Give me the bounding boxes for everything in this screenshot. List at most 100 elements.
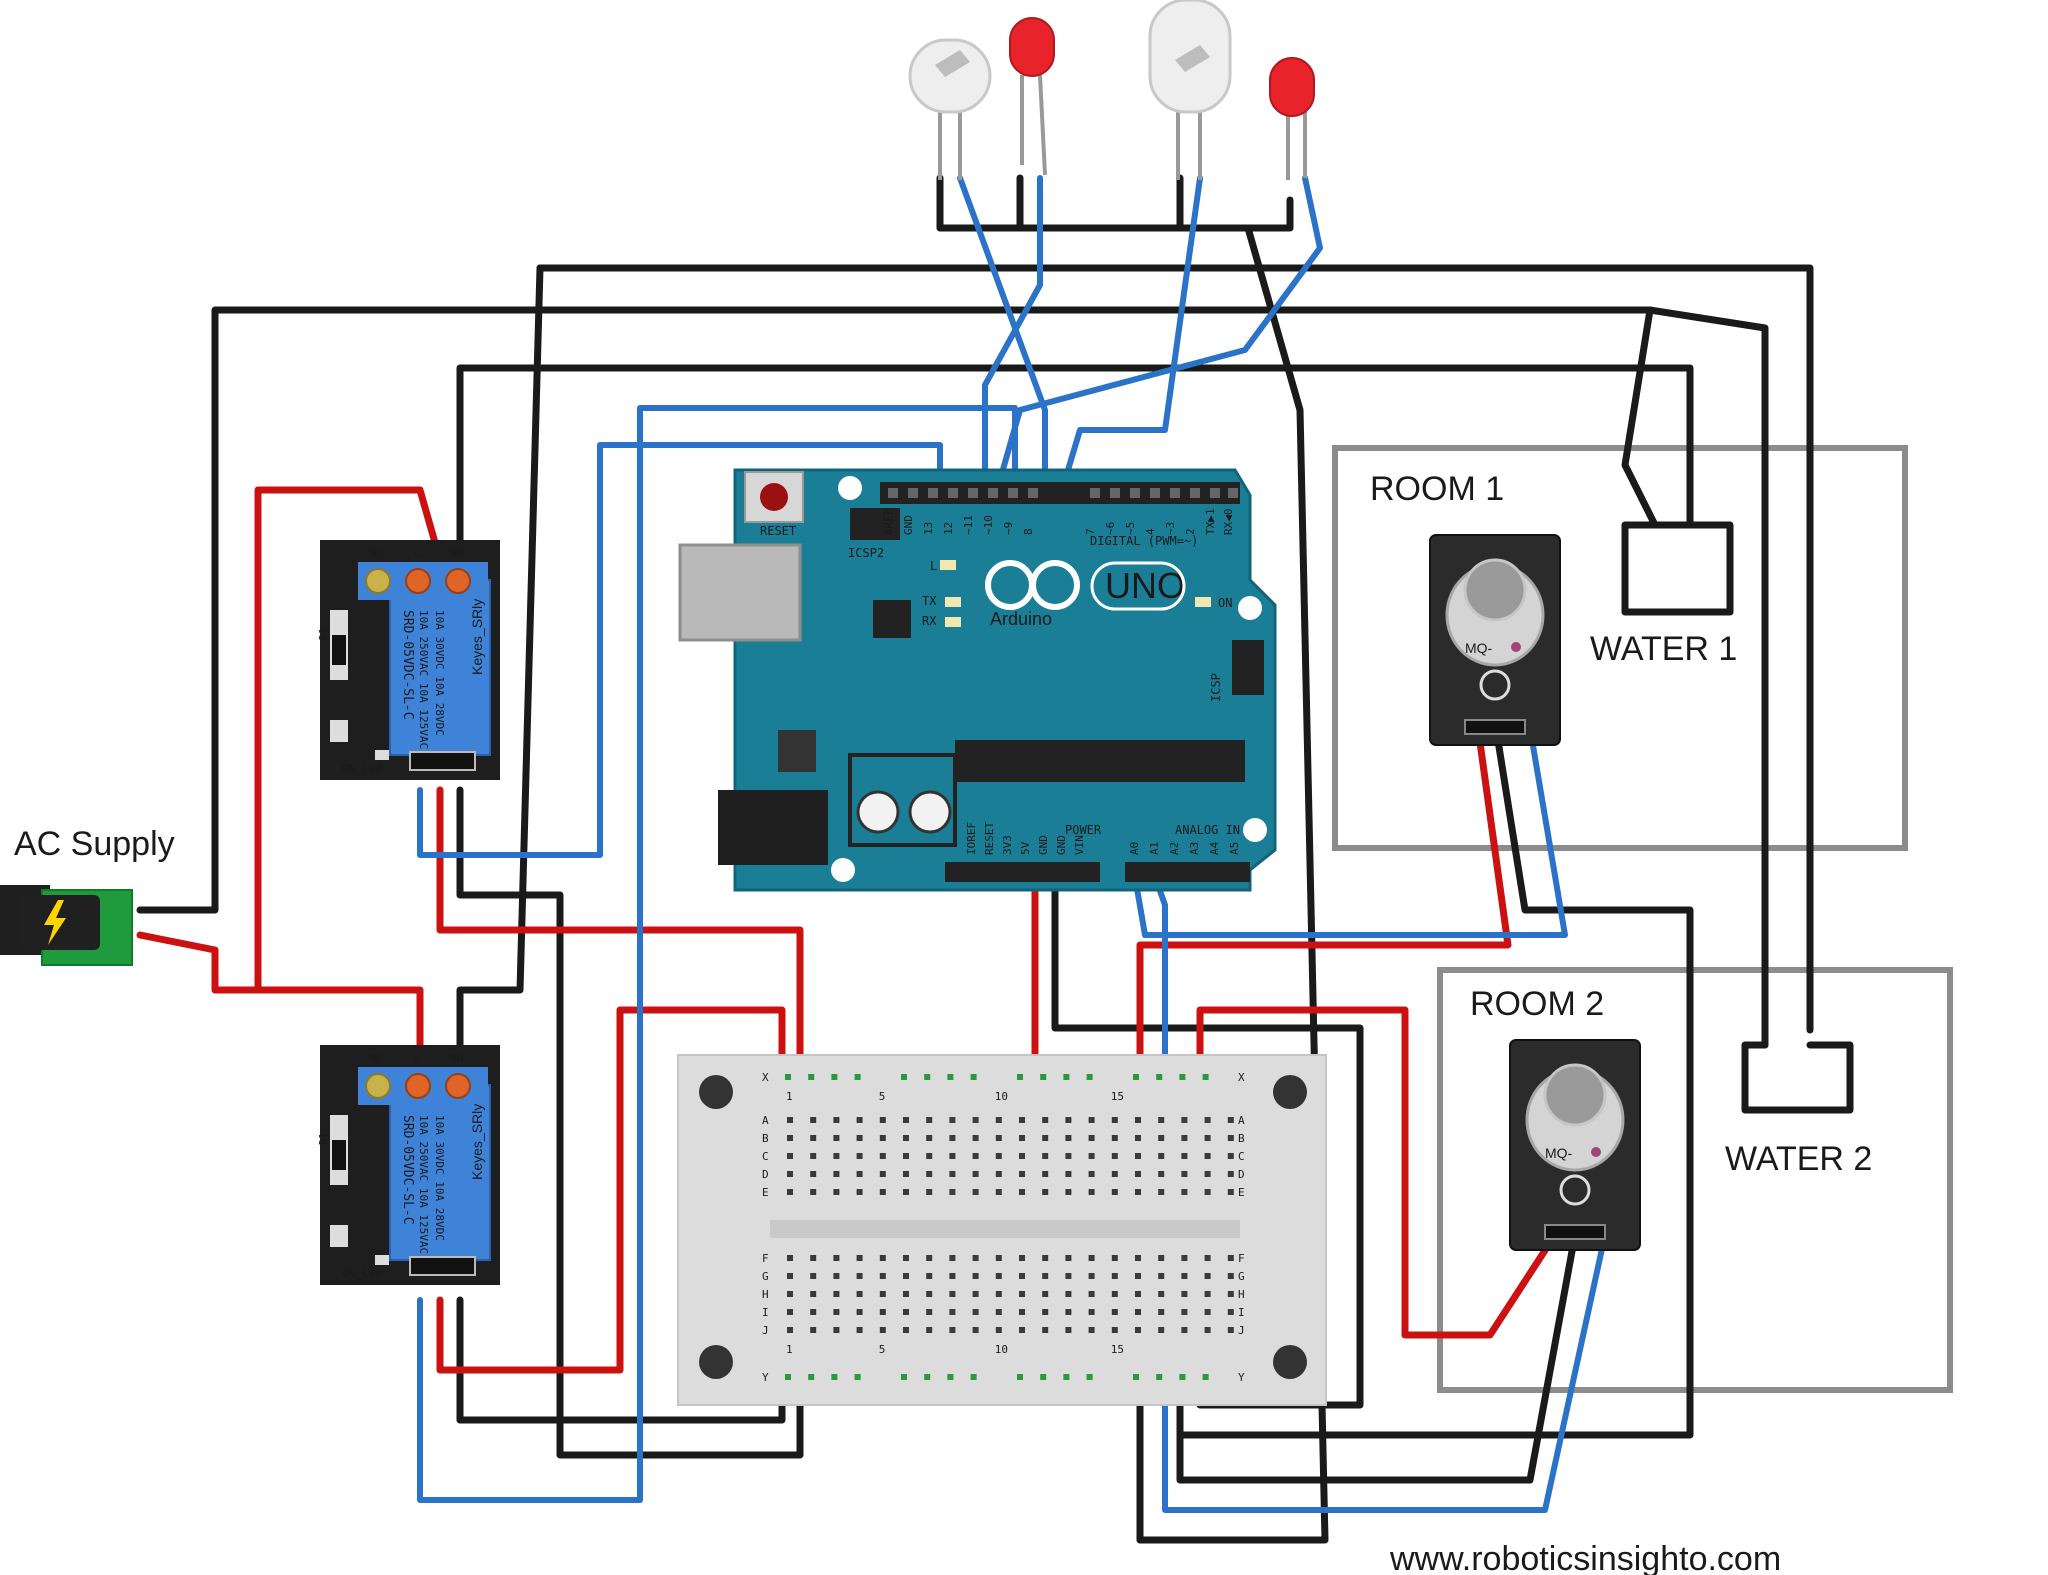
sensor-trim <box>1591 1147 1601 1157</box>
analog-pin-label: A1 <box>1148 842 1161 855</box>
l-led-label: L <box>930 559 937 573</box>
room2-label: ROOM 2 <box>1470 985 1604 1023</box>
red-wires <box>136 486 1559 1374</box>
wire-red-relay2-vcc <box>436 1006 786 1374</box>
wire-blue-led3 <box>1062 175 1203 483</box>
relay-screw-nc <box>365 1073 391 1099</box>
analog-label: ANALOG IN <box>1175 823 1240 837</box>
rx-led <box>945 617 961 627</box>
rx-label: RX <box>922 614 937 628</box>
digital-pin-label: 12 <box>942 522 955 535</box>
breadboard-row-letter: A <box>1238 1114 1245 1127</box>
breadboard-row-letter: D <box>762 1168 769 1181</box>
breadboard-row-letter: G <box>762 1270 769 1283</box>
small-chip <box>873 600 911 638</box>
relay-spec-line3: 10A 30VDC 10A 28VDC <box>433 1115 446 1241</box>
relay-nc-label: NC <box>370 547 383 560</box>
wire-blue-relay2 <box>417 405 1018 1503</box>
breadboard-col-number: 15 <box>1111 1343 1124 1356</box>
breadboard-rail-label: Y <box>762 1371 769 1384</box>
relay-pin-header <box>409 1256 476 1276</box>
website-label: www.roboticsinsighto.com <box>1389 1540 1781 1575</box>
icsp-header <box>1232 640 1264 695</box>
breadboard-col-number: 15 <box>1111 1090 1124 1103</box>
on-label: ON <box>1218 596 1232 610</box>
power-pin-label: GND <box>1055 835 1068 855</box>
relay-screw-no <box>445 568 471 594</box>
icsp-label: ICSP <box>1209 673 1223 702</box>
breadboard-row-letter: B <box>1238 1132 1245 1145</box>
digital-pin-label: RX◀0 <box>1222 509 1235 536</box>
wire-blue-led2 <box>982 175 1043 483</box>
breadboard-row-letter: H <box>762 1288 769 1301</box>
relay-screw-no <box>445 1073 471 1099</box>
arduino-board <box>733 468 1277 892</box>
digital-pin-label: ~6 <box>1104 522 1117 535</box>
digital-pin-label: 2 <box>1184 528 1197 535</box>
relay-coil-box <box>389 579 491 756</box>
relay-screw-c <box>405 568 431 594</box>
room1-outline <box>1332 445 1908 851</box>
breadboard-row-letter: C <box>1238 1150 1245 1163</box>
relay-on-led <box>375 1255 389 1265</box>
ac-supply: AC Supply <box>0 825 175 966</box>
wire-black-water2 <box>1741 1041 1854 1114</box>
power-header <box>945 862 1100 882</box>
uno-label: UNO <box>1105 565 1185 606</box>
breadboard-center-gap <box>770 1220 1240 1238</box>
wire-black-top-long <box>536 264 1814 1034</box>
gas-sensor-1: MQ- <box>1429 534 1561 746</box>
wire-blue-a1 <box>1152 874 1608 1513</box>
digital-pin-label: AREF <box>882 509 895 536</box>
wire-blue-led1 <box>957 175 1048 483</box>
room2-outline <box>1437 967 1953 1393</box>
arduino-logo <box>985 560 1080 610</box>
tx-led <box>945 597 961 607</box>
uno-outline <box>1090 561 1186 611</box>
gas-sensor-2: MQ- <box>1509 1039 1641 1251</box>
breadboard-holes <box>787 1117 1234 1333</box>
wire-blue-a0 <box>1132 725 1568 938</box>
breadboard-row-letter: A <box>762 1114 769 1127</box>
relay-spec-line2: 10A 250VAC 10A 125VAC <box>417 1115 430 1254</box>
relay-diode-band <box>332 1140 346 1170</box>
white-led-2 <box>1148 0 1232 180</box>
analog-header <box>1125 862 1250 882</box>
sensor-trim <box>1511 642 1521 652</box>
breadboard-rail-label: X <box>762 1071 769 1084</box>
room1-label: ROOM 1 <box>1370 470 1504 508</box>
analog-pin-label: A3 <box>1188 842 1201 855</box>
analog-pin-label: A5 <box>1228 842 1241 855</box>
power-pin-label: IOREF <box>965 822 978 855</box>
dc-jack <box>718 790 828 865</box>
power-icon <box>1479 669 1511 701</box>
breadboard-col-number: 1 <box>786 1090 793 1103</box>
power-pin-label: 3V3 <box>1001 835 1014 855</box>
power-pin-label: VIN <box>1073 835 1086 855</box>
breadboard-row-letter: E <box>762 1186 769 1199</box>
relay-no-label: NO <box>450 547 463 560</box>
digital-pin-label: 13 <box>922 522 935 535</box>
relay-coil-box <box>389 1084 491 1261</box>
wire-red-relay1-c <box>254 486 444 994</box>
relay-on-led-label: ON_Led <box>342 1267 382 1280</box>
relay-on-led-label: ON_Led <box>342 762 382 775</box>
blue-wires <box>417 175 1608 1513</box>
relay-resistor <box>330 1225 348 1247</box>
sensor-mesh <box>1463 558 1527 622</box>
on-led <box>1195 597 1211 607</box>
breadboard-row-letter: G <box>1238 1270 1245 1283</box>
sensor-pin-header <box>1544 1224 1606 1240</box>
breadboard-rail-label: Y <box>1238 1371 1245 1384</box>
analog-pin-label: A4 <box>1208 841 1221 855</box>
lightning-icon <box>44 900 66 945</box>
wire-black-water1-box <box>1621 521 1734 616</box>
wire-black-led-to-gnd <box>1136 224 1329 1544</box>
digital-header <box>880 482 1240 504</box>
